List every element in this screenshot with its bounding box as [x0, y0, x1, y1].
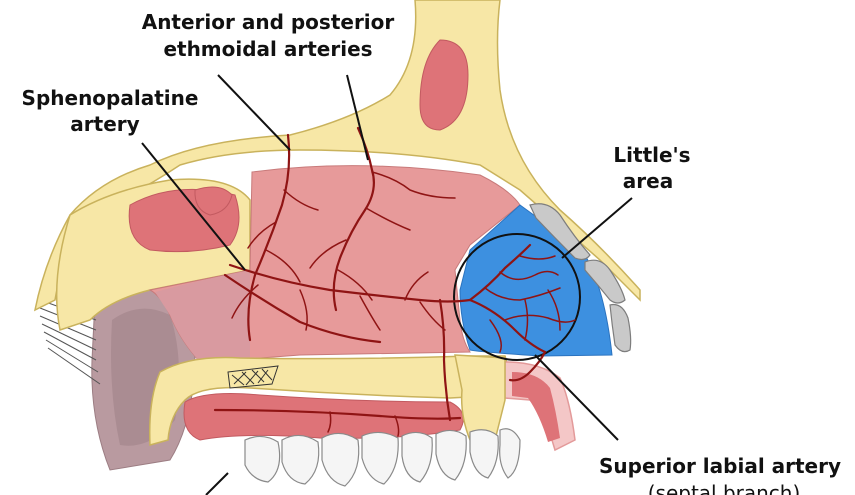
label-ethmoidal-line1: Anterior and posterior [142, 10, 395, 34]
label-littles-line2: area [623, 169, 673, 193]
label-littles-line1: Little's [613, 143, 690, 167]
label-ethmoidal-line2: ethmoidal arteries [163, 37, 372, 61]
nasal-cartilages [529, 203, 632, 353]
frontal-sinus [419, 39, 469, 131]
maxilla [454, 354, 506, 441]
incisive-canal [227, 365, 279, 389]
upper-teeth [244, 428, 521, 487]
septal-arteries [213, 126, 576, 437]
littles-area-circle [453, 233, 581, 361]
label-sphenopalatine-line1: Sphenopalatine [22, 86, 199, 110]
anatomy [33, 0, 641, 487]
septal-mucosa-posterior [155, 270, 250, 362]
sphenoid-sinus-small [194, 186, 233, 216]
oral-mucosa [183, 393, 464, 441]
leader-lines [141, 74, 633, 495]
upper-lip-inner [512, 372, 560, 442]
labels: Anterior and posterior ethmoidal arterie… [22, 10, 841, 495]
label-sphenopalatine-line2: artery [70, 112, 139, 136]
label-superior-labial: Superior labial artery [599, 454, 841, 478]
label-septal-branch: (septal branch) [648, 481, 801, 495]
